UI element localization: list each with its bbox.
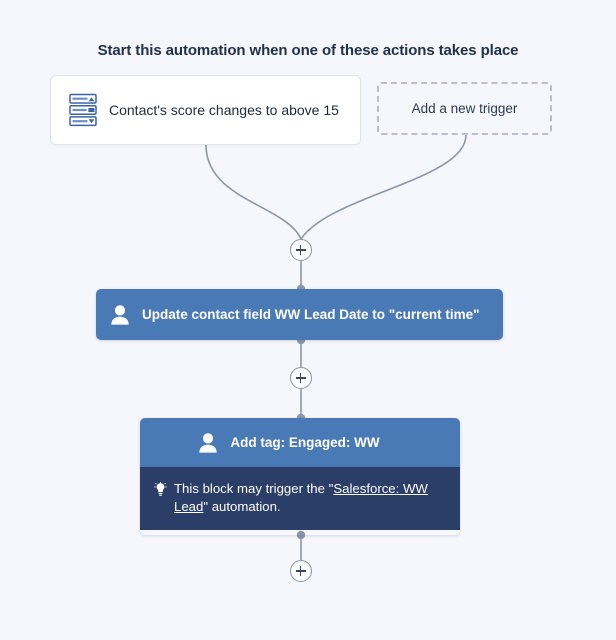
add-step-button-after-triggers[interactable]	[290, 239, 312, 261]
trigger-label-score: Contact's score changes to above 15	[109, 102, 339, 118]
action-note-suffix: " automation.	[203, 499, 281, 514]
action-block-update-contact-field[interactable]: Update contact field WW Lead Date to "cu…	[96, 289, 503, 340]
action-header: Update contact field WW Lead Date to "cu…	[96, 289, 503, 340]
add-new-trigger-button[interactable]: Add a new trigger	[377, 82, 552, 135]
add-step-button-after-last-action[interactable]	[290, 560, 312, 582]
connector-curve-right	[300, 134, 467, 240]
page-title: Start this automation when one of these …	[97, 42, 519, 59]
add-new-trigger-label: Add a new trigger	[411, 101, 518, 116]
action-block-add-tag[interactable]: Add tag: Engaged: WW This block may trig…	[140, 418, 460, 535]
action-title-update: Update contact field WW Lead Date to "cu…	[142, 307, 480, 322]
trigger-card-score[interactable]: Contact's score changes to above 15	[50, 75, 361, 145]
connector-curve-left	[205, 144, 302, 240]
action-note-prefix: This block may trigger the "	[174, 481, 334, 496]
add-step-button-between-actions[interactable]	[290, 367, 312, 389]
contact-person-icon	[199, 432, 218, 453]
action-title-add-tag: Add tag: Engaged: WW	[230, 435, 380, 450]
action-note-link[interactable]: Salesforce: WW Lead	[174, 481, 428, 514]
score-bars-icon	[69, 93, 97, 127]
action-header: Add tag: Engaged: WW	[140, 418, 460, 467]
contact-person-icon	[111, 304, 129, 325]
action-note: This block may trigger the "Salesforce: …	[140, 467, 460, 530]
lightbulb-icon	[154, 482, 167, 496]
action-note-text: This block may trigger the "Salesforce: …	[174, 480, 444, 516]
